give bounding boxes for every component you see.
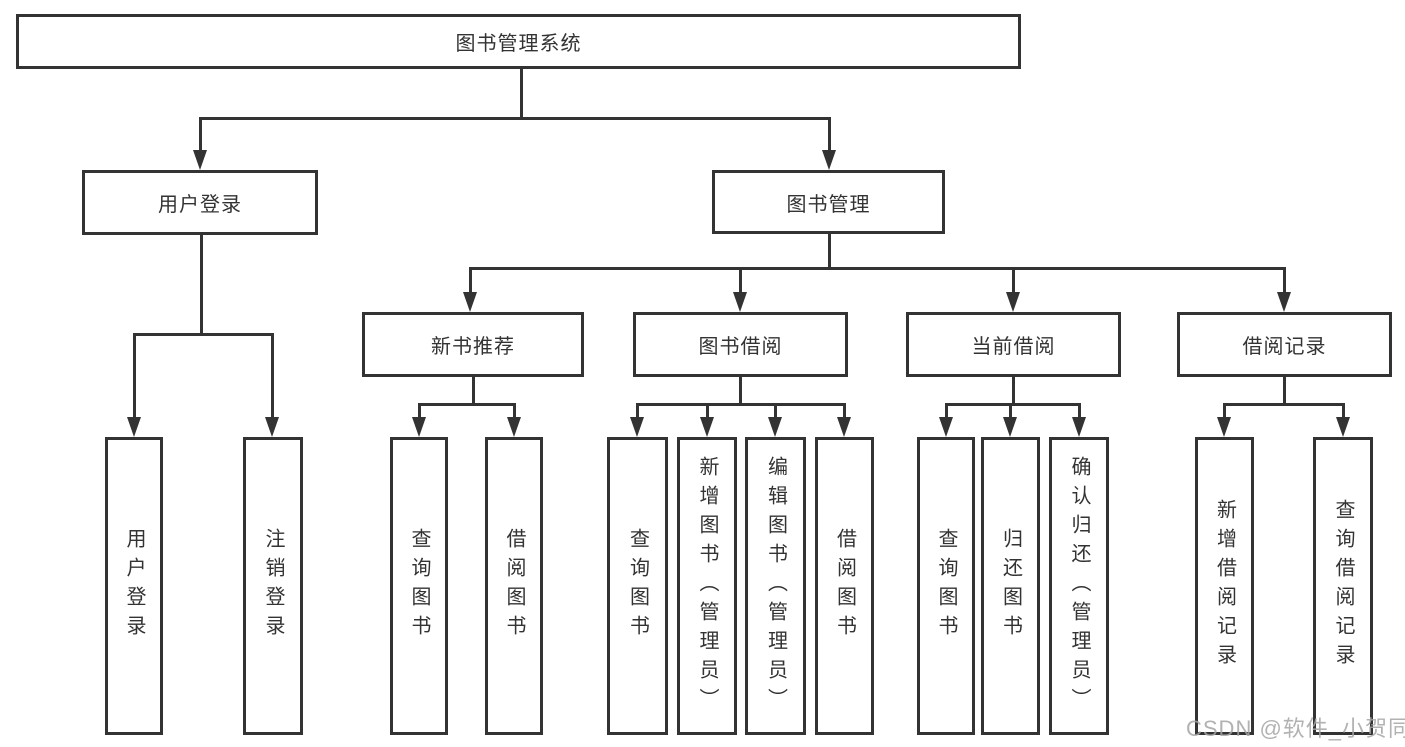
leaf-query-books-current: 查询图书	[917, 437, 975, 735]
arrow-down-icon	[265, 333, 279, 437]
connector-line	[828, 234, 831, 270]
arrow-down-icon	[1217, 403, 1231, 437]
arrow-down-icon	[1336, 403, 1350, 437]
node-current-borrowing: 当前借阅	[906, 312, 1121, 377]
leaf-return-books: 归还图书	[981, 437, 1040, 735]
node-book-management: 图书管理	[712, 170, 945, 234]
node-borrow-records: 借阅记录	[1177, 312, 1392, 377]
node-label: 图书借阅	[698, 336, 783, 358]
node-label: 借阅记录	[1242, 336, 1327, 358]
arrow-down-icon	[463, 267, 477, 312]
connector-line	[945, 403, 1080, 406]
arrow-down-icon	[733, 267, 747, 312]
node-label: 新增图书（管理员）	[696, 455, 718, 717]
node-label: 图书管理	[786, 193, 871, 216]
connector-line	[418, 403, 515, 406]
leaf-borrow-books: 借阅图书	[815, 437, 874, 735]
connector-line	[1283, 377, 1286, 406]
arrow-down-icon	[1072, 403, 1086, 437]
node-label: 查询图书	[408, 528, 430, 644]
leaf-user-login: 用户登录	[105, 437, 163, 735]
leaf-confirm-return-admin: 确认归还（管理员）	[1049, 437, 1109, 735]
arrow-down-icon	[630, 403, 644, 437]
node-label: 借阅图书	[503, 528, 525, 644]
connector-line	[469, 267, 1285, 270]
node-label: 用户登录	[123, 528, 145, 644]
leaf-query-books-recommend: 查询图书	[390, 437, 448, 735]
connector-line	[739, 377, 742, 406]
leaf-add-borrow-record: 新增借阅记录	[1195, 437, 1254, 735]
node-user-login: 用户登录	[82, 170, 318, 235]
arrow-down-icon	[193, 117, 207, 170]
connector-line	[133, 333, 273, 336]
node-label: 新书推荐	[431, 336, 515, 358]
csdn-watermark: CSDN @软件_小贺同学	[1186, 716, 1405, 741]
node-book-borrowing: 图书借阅	[633, 312, 848, 377]
node-label: 查询借阅记录	[1332, 499, 1354, 673]
leaf-logout: 注销登录	[243, 437, 303, 735]
arrow-down-icon	[1003, 403, 1017, 437]
connector-line	[520, 69, 523, 120]
node-label: 注销登录	[262, 528, 284, 644]
node-label: 查询图书	[935, 528, 957, 644]
node-label: 用户登录	[158, 194, 242, 216]
node-label: 图书管理系统	[455, 33, 582, 55]
arrow-down-icon	[1006, 267, 1020, 312]
node-label: 归还图书	[999, 528, 1022, 644]
connector-line	[472, 377, 475, 406]
connector-line	[199, 117, 831, 120]
arrow-down-icon	[1277, 267, 1291, 312]
arrow-down-icon	[127, 333, 141, 437]
connector-line	[1224, 403, 1344, 406]
node-label: 借阅图书	[833, 528, 856, 644]
node-label: 新增借阅记录	[1213, 499, 1236, 673]
leaf-query-books-borrowing: 查询图书	[607, 437, 668, 735]
arrow-down-icon	[507, 403, 521, 437]
arrow-down-icon	[837, 403, 851, 437]
node-label: 当前借阅	[971, 336, 1056, 358]
arrow-down-icon	[700, 403, 714, 437]
node-new-book-recommend: 新书推荐	[362, 312, 584, 377]
leaf-query-borrow-record: 查询借阅记录	[1313, 437, 1373, 735]
arrow-down-icon	[412, 403, 426, 437]
connector-line	[636, 403, 845, 406]
node-label: 确认归还（管理员）	[1068, 455, 1090, 717]
connector-line	[1012, 377, 1015, 406]
leaf-borrow-books-recommend: 借阅图书	[485, 437, 543, 735]
connector-line	[200, 235, 203, 335]
arrow-down-icon	[768, 403, 782, 437]
node-library-management-system: 图书管理系统	[16, 14, 1021, 69]
node-label: 编辑图书（管理员）	[764, 455, 787, 717]
leaf-edit-books-admin: 编辑图书（管理员）	[745, 437, 806, 735]
node-label: 查询图书	[626, 528, 649, 644]
arrow-down-icon	[939, 403, 953, 437]
leaf-add-books-admin: 新增图书（管理员）	[677, 437, 737, 735]
arrow-down-icon	[822, 117, 836, 170]
